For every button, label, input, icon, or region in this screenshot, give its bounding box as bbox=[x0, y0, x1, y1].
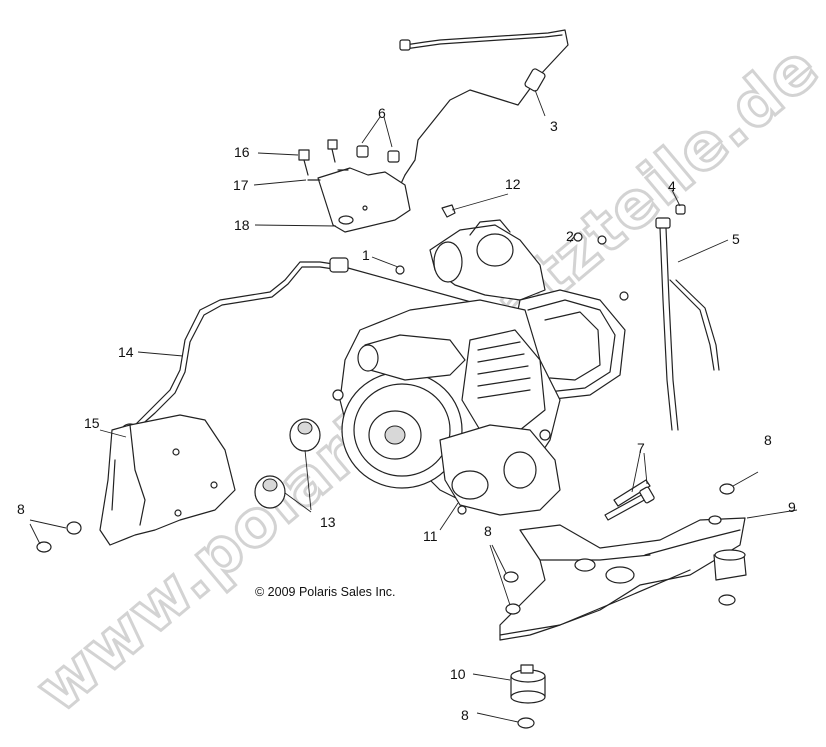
callout-4: 4 bbox=[668, 178, 676, 194]
callout-8-center: 8 bbox=[484, 523, 492, 539]
part-5-dipstick bbox=[655, 217, 720, 431]
part-10-mount bbox=[510, 664, 546, 704]
callout-8-right: 8 bbox=[764, 432, 772, 448]
part-3-line bbox=[385, 29, 569, 218]
part-9-mount-frame bbox=[499, 515, 746, 641]
part-4-clip bbox=[675, 204, 686, 215]
callouts: 1 2 3 4 5 6 7 8 8 8 8 9 10 11 12 13 14 1… bbox=[17, 105, 796, 723]
mount-rubber bbox=[713, 549, 747, 606]
callout-18: 18 bbox=[234, 217, 250, 233]
part-16-bolt bbox=[298, 139, 338, 176]
copyright-text: © 2009 Polaris Sales Inc. bbox=[255, 585, 396, 599]
callout-2: 2 bbox=[566, 228, 574, 244]
callout-14: 14 bbox=[118, 344, 134, 360]
callout-12: 12 bbox=[505, 176, 521, 192]
callout-8-left: 8 bbox=[17, 501, 25, 517]
callout-1: 1 bbox=[362, 247, 370, 263]
callout-8-bottom: 8 bbox=[461, 707, 469, 723]
callout-6: 6 bbox=[378, 105, 386, 121]
part-18-bracket bbox=[317, 167, 411, 233]
callout-5: 5 bbox=[732, 231, 740, 247]
callout-7: 7 bbox=[637, 440, 645, 456]
callout-9: 9 bbox=[788, 499, 796, 515]
part-13-spacer bbox=[254, 418, 321, 509]
leader-lines bbox=[29, 89, 798, 723]
part-7-bolts bbox=[604, 479, 655, 521]
callout-17: 17 bbox=[233, 177, 249, 193]
callout-16: 16 bbox=[234, 144, 250, 160]
part-11-engine bbox=[332, 219, 629, 516]
callout-15: 15 bbox=[84, 415, 100, 431]
callout-13: 13 bbox=[320, 514, 336, 530]
part-17-washer bbox=[307, 169, 349, 181]
part-15-bracket bbox=[99, 414, 236, 546]
callout-3: 3 bbox=[550, 118, 558, 134]
part-8-nut bbox=[36, 483, 735, 729]
part-12-clip bbox=[441, 204, 456, 218]
part-6-nut bbox=[356, 145, 400, 163]
callout-11: 11 bbox=[423, 528, 438, 544]
callout-10: 10 bbox=[450, 666, 466, 682]
